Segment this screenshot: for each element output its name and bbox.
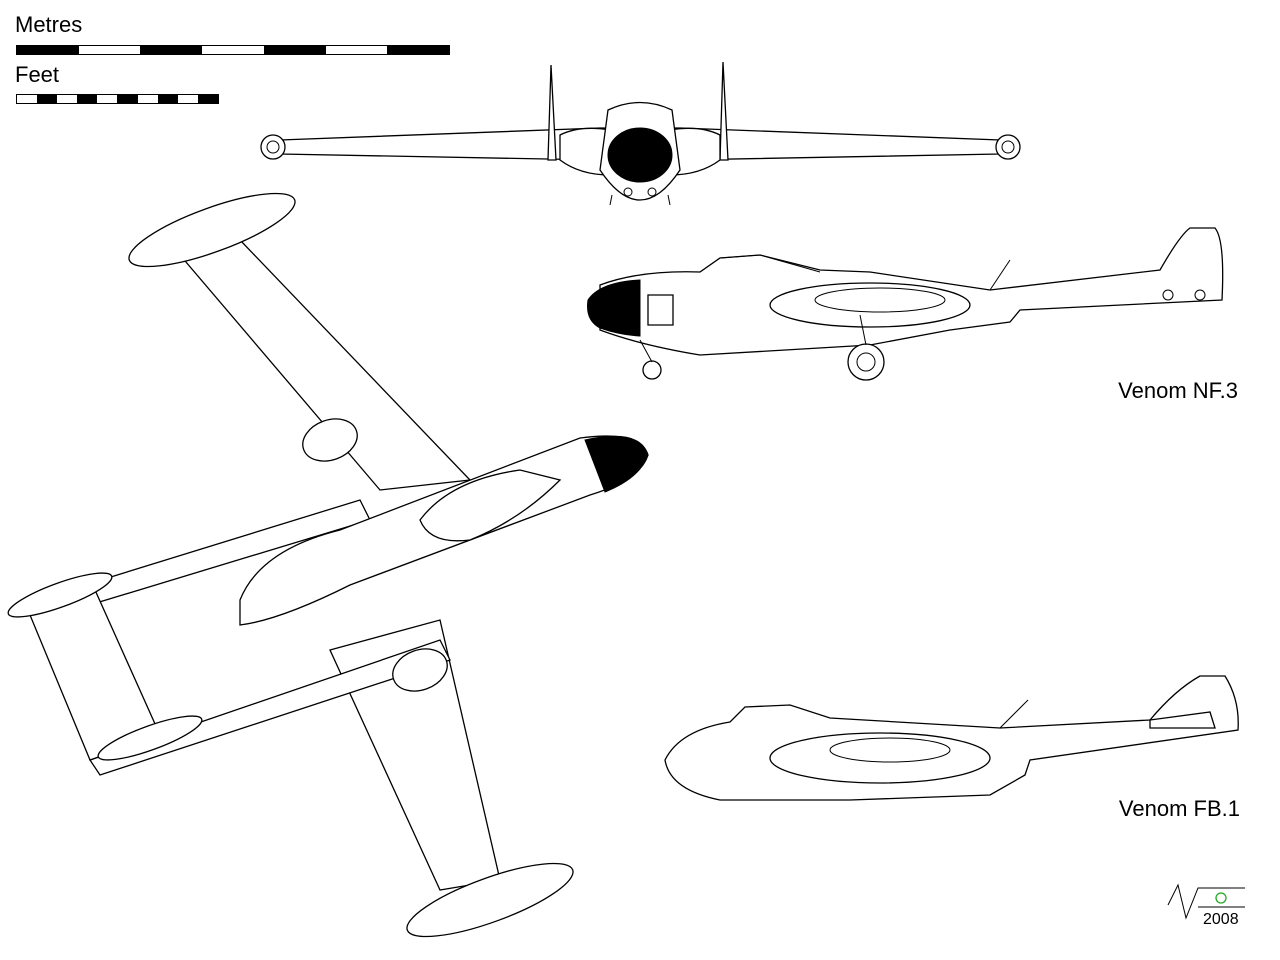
nf3-label: Venom NF.3: [1118, 378, 1238, 403]
fb1-side-view: [665, 676, 1238, 800]
scale-segment: [37, 95, 58, 103]
scale-segment: [77, 95, 98, 103]
scale-segment: [78, 46, 141, 54]
fb1-label: Venom FB.1: [1119, 796, 1240, 821]
scale-segment: [387, 46, 450, 54]
scale-segment: [197, 95, 218, 103]
copyleft-icon: [1216, 893, 1226, 903]
scale-segment: [97, 95, 118, 103]
scale-segment: [263, 46, 326, 54]
metres-scale-bar: [16, 45, 450, 55]
scale-segment: [140, 46, 203, 54]
scale-segment: [157, 95, 178, 103]
scale-segment: [17, 95, 38, 103]
scale-segment: [57, 95, 78, 103]
top-view: [4, 179, 648, 951]
scale-segment: [137, 95, 158, 103]
scale-segment: [117, 95, 138, 103]
nf3-side-view: [588, 228, 1223, 380]
signature-year: 2008: [1203, 911, 1239, 928]
scale-segment: [202, 46, 264, 54]
scale-segment: [325, 46, 388, 54]
front-view: [261, 62, 1020, 205]
feet-label: Feet: [15, 62, 60, 87]
metres-label: Metres: [15, 12, 83, 37]
scale-segment: [17, 46, 79, 54]
author-signature: 2008: [1168, 885, 1245, 928]
scale-segment: [177, 95, 198, 103]
feet-scale-bar: [16, 94, 219, 104]
